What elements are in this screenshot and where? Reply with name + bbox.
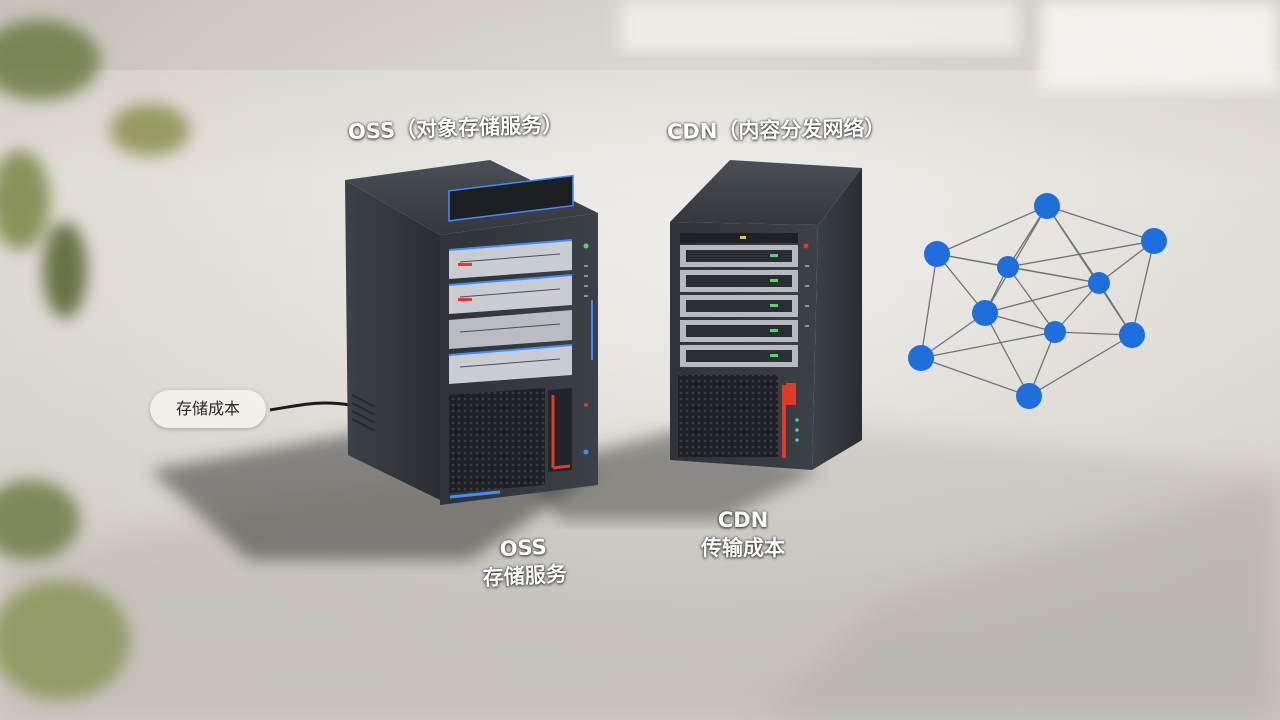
cdn-bottom-line2: 传输成本 (701, 536, 785, 560)
cdn-bottom-label: CDN 传输成本 (693, 506, 793, 562)
oss-bottom-label: OSS 存储服务 (477, 532, 572, 593)
oss-server (345, 160, 598, 505)
cdn-server (670, 160, 862, 470)
network-nodes (908, 193, 1167, 409)
storage-cost-pill: 存储成本 (150, 390, 266, 428)
oss-bottom-line2: 存储服务 (482, 561, 568, 591)
cdn-title-label: CDN（内容分发网络） (666, 116, 886, 144)
cdn-bottom-line1: CDN (717, 508, 769, 532)
